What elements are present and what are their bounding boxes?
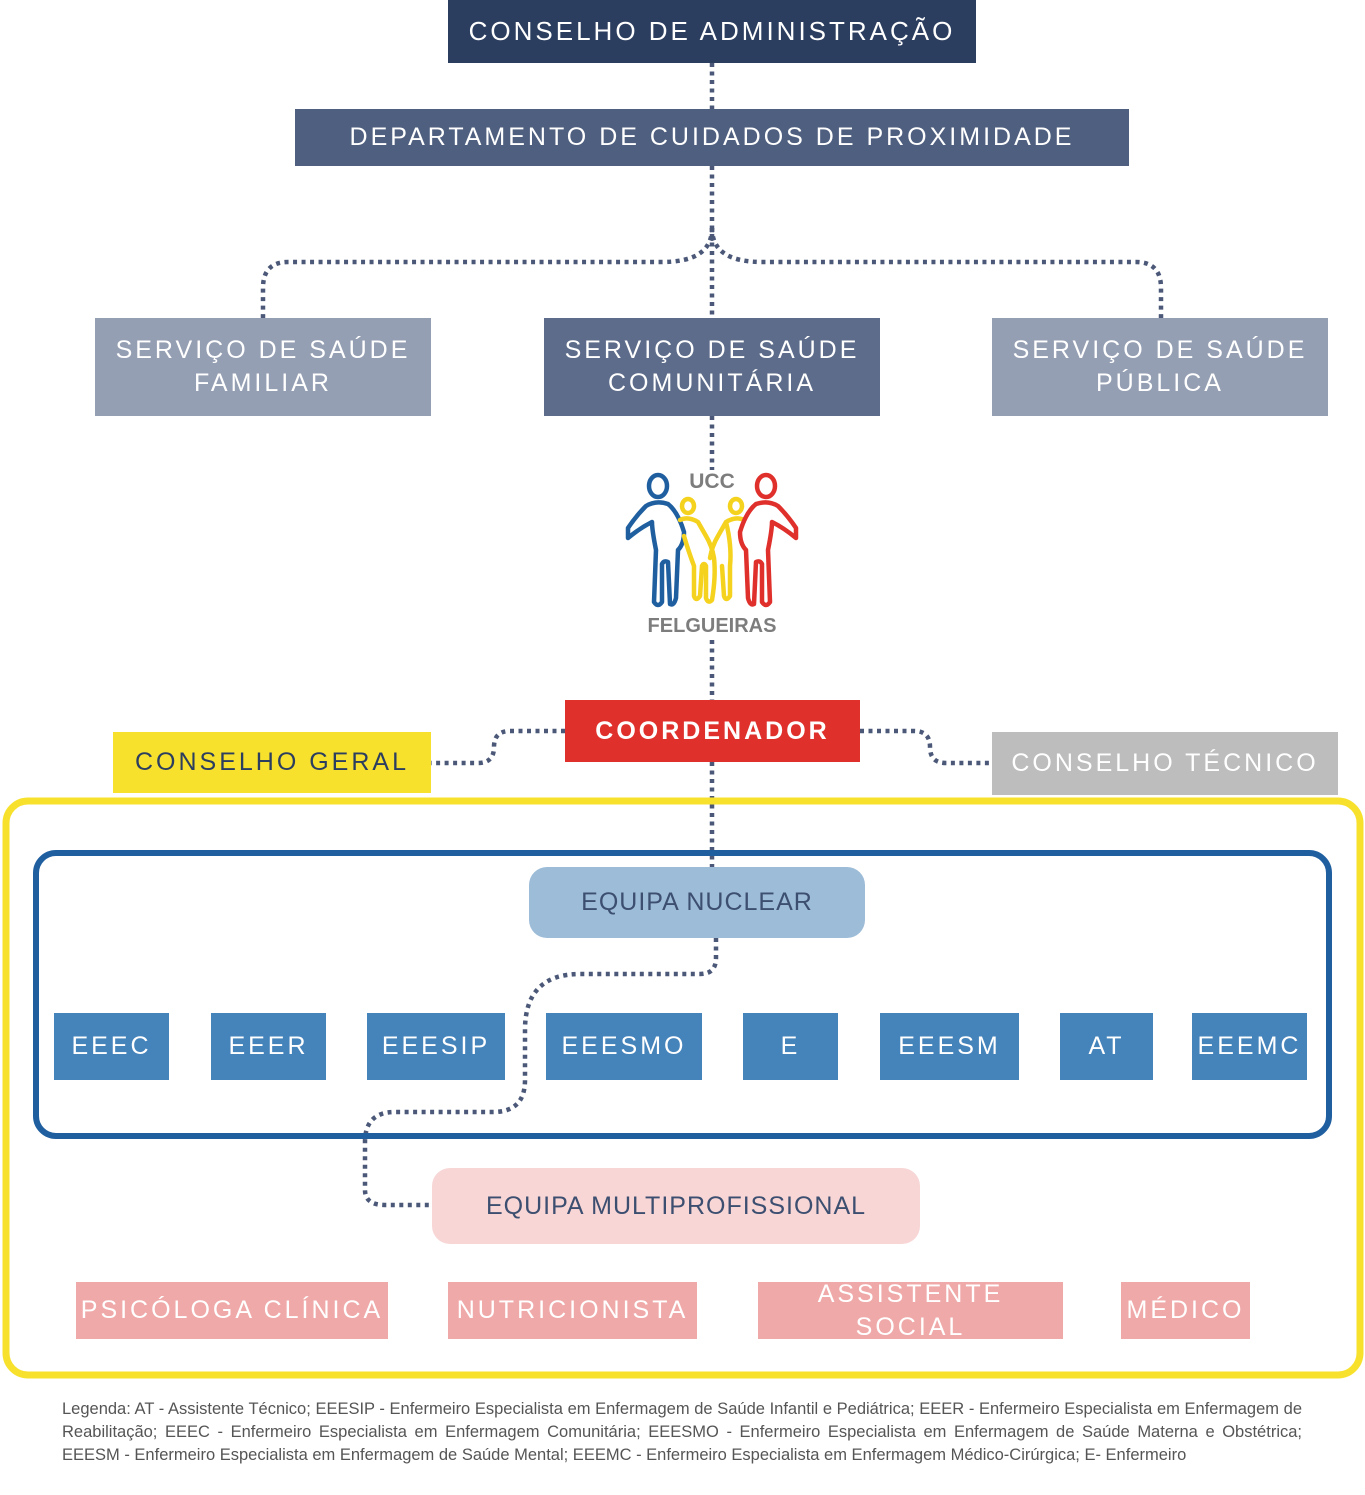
member-eeesmo: EEESMO [546, 1013, 702, 1080]
member-eeesm: EEESM [880, 1013, 1019, 1080]
department-label: DEPARTAMENTO DE CUIDADOS DE PROXIMIDADE [349, 123, 1075, 151]
ucc-felgueiras-logo: UCC FELGUEIRAS [625, 470, 799, 637]
member-nutricionista: NUTRICIONISTA [448, 1282, 697, 1339]
member-psicologa: PSICÓLOGA CLÍNICA [76, 1282, 388, 1339]
member-at: AT [1060, 1013, 1153, 1080]
service-publica-box: SERVIÇO DE SAÚDE PÚBLICA [992, 318, 1328, 416]
service-familiar-box: SERVIÇO DE SAÚDE FAMILIAR [95, 318, 431, 416]
board-box: CONSELHO DE ADMINISTRAÇÃO [448, 0, 976, 63]
member-medico: MÉDICO [1121, 1282, 1250, 1339]
member-assistente-social-label: ASSISTENTE SOCIAL [817, 1279, 1004, 1341]
member-medico-label: MÉDICO [1126, 1296, 1245, 1324]
multi-team-pill: EQUIPA MULTIPROFISSIONAL [432, 1168, 920, 1244]
service-comunitaria-line1: SERVIÇO DE SAÚDE [564, 336, 860, 364]
service-familiar-line1: SERVIÇO DE SAÚDE [115, 336, 411, 364]
general-council-box: CONSELHO GERAL [113, 732, 431, 793]
service-familiar-line2: FAMILIAR [194, 369, 332, 397]
red-person-icon [737, 472, 799, 608]
coordinator-label: COORDENADOR [595, 716, 830, 745]
nuclear-team-pill: EQUIPA NUCLEAR [529, 867, 865, 938]
board-label: CONSELHO DE ADMINISTRAÇÃO [468, 16, 956, 47]
general-council-label: CONSELHO GERAL [134, 748, 409, 776]
technical-council-box: CONSELHO TÉCNICO [992, 732, 1338, 795]
member-eeer: EEER [211, 1013, 326, 1080]
technical-council-label: CONSELHO TÉCNICO [1011, 749, 1319, 777]
multi-team-frame [2, 797, 1364, 1379]
member-eeesip: EEESIP [367, 1013, 505, 1080]
service-publica-line2: PÚBLICA [1096, 369, 1224, 397]
yellow-people-icon [677, 496, 747, 604]
member-e: E [743, 1013, 838, 1080]
multi-team-title: EQUIPA MULTIPROFISSIONAL [485, 1191, 867, 1220]
coordinator-box: COORDENADOR [565, 700, 860, 762]
member-eeesip-label: EEESIP [381, 1032, 491, 1060]
member-eeer-label: EEER [228, 1032, 309, 1060]
member-at-label: AT [1088, 1032, 1125, 1060]
member-psicologa-label: PSICÓLOGA CLÍNICA [80, 1296, 384, 1324]
member-assistente-social: ASSISTENTE SOCIAL [758, 1280, 1063, 1341]
member-eeemc: EEEMC [1192, 1013, 1307, 1080]
service-comunitaria-line2: COMUNITÁRIA [608, 369, 816, 397]
nuclear-team-title: EQUIPA NUCLEAR [581, 888, 813, 916]
member-eeesm-label: EEESM [898, 1032, 1001, 1060]
nuclear-team-frame [33, 850, 1332, 1139]
member-e-label: E [780, 1032, 801, 1060]
member-eeec: EEEC [54, 1013, 169, 1080]
legend-text: Legenda: AT - Assistente Técnico; EEESIP… [62, 1400, 1302, 1464]
logo-top-text: UCC [689, 470, 735, 493]
member-eeemc-label: EEEMC [1197, 1032, 1302, 1060]
member-eeec-label: EEEC [71, 1032, 152, 1060]
service-publica-line1: SERVIÇO DE SAÚDE [1012, 336, 1308, 364]
department-box: DEPARTAMENTO DE CUIDADOS DE PROXIMIDADE [295, 109, 1129, 166]
member-nutricionista-label: NUTRICIONISTA [456, 1296, 689, 1324]
member-eeesmo-label: EEESMO [561, 1032, 687, 1060]
logo-bottom-text: FELGUEIRAS [648, 615, 777, 637]
blue-person-icon [625, 472, 687, 608]
service-comunitaria-box: SERVIÇO DE SAÚDE COMUNITÁRIA [544, 318, 880, 416]
